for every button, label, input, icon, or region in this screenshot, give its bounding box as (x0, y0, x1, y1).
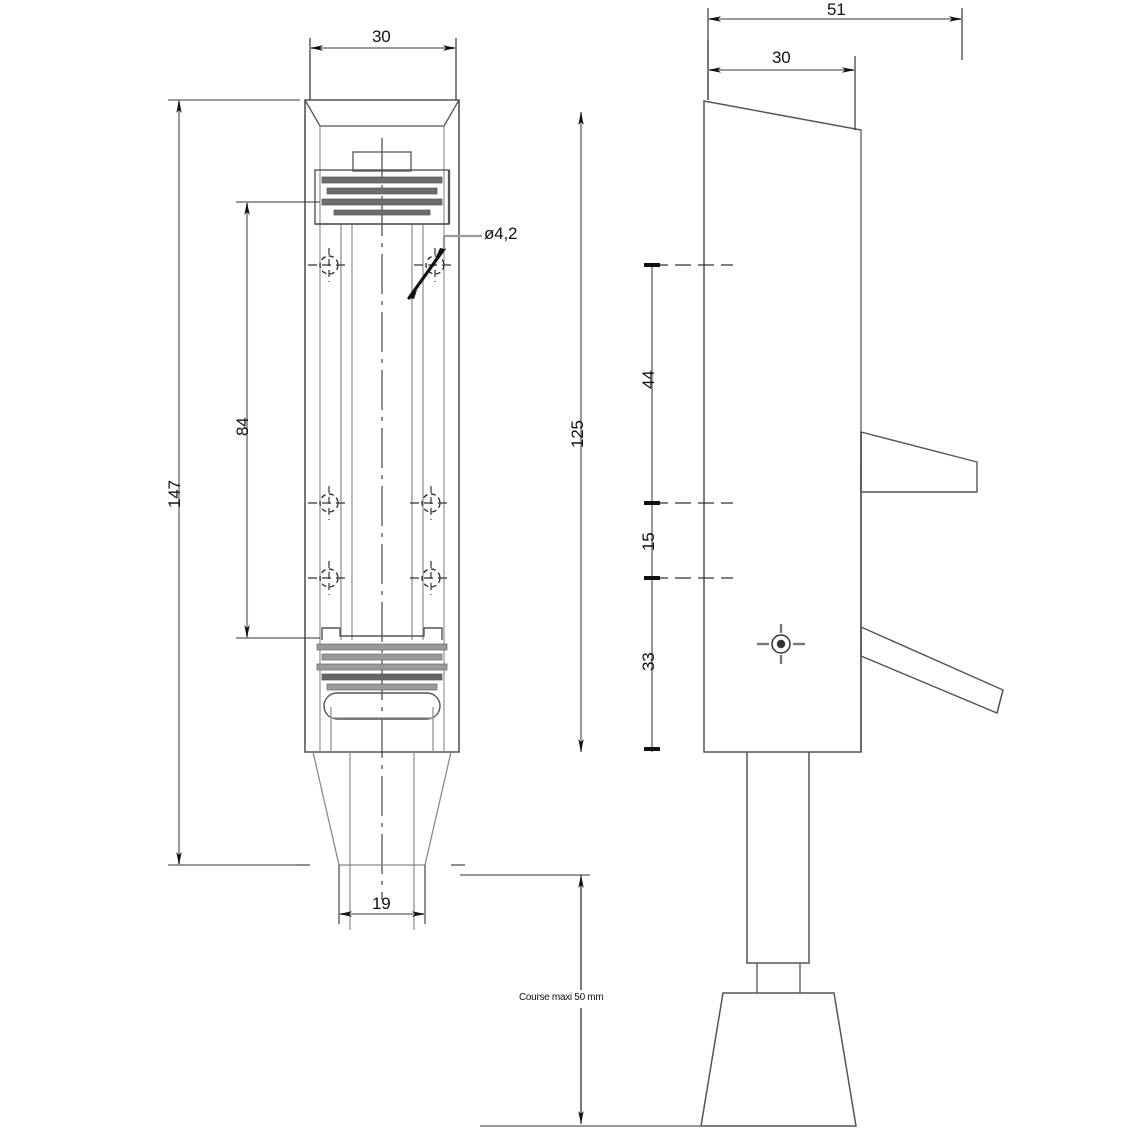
front-bottom-coil-bar (316, 643, 448, 651)
stroke-note-leader (460, 874, 700, 1127)
dim-label-front-hole-span: 84 (233, 417, 252, 436)
side-view-geometry (460, 8, 1004, 1127)
hole-mark (410, 486, 452, 520)
pivot-center-mark (757, 624, 805, 664)
front-bottom-coil-bar (326, 683, 438, 691)
dim-side-width-51 (707, 8, 963, 100)
hole-group (308, 248, 456, 595)
dim-front-height-147 (168, 99, 300, 866)
front-bottom-coil-bar (321, 653, 443, 661)
hole-mark (308, 486, 350, 520)
front-top-coil-bar (333, 209, 431, 216)
dim-front-holespan-84 (236, 201, 320, 639)
front-top-coil-bar (321, 176, 443, 184)
side-lower-arm (860, 625, 1004, 714)
front-bottom-coil-bar (316, 663, 448, 671)
front-bottom-coil-collar (323, 692, 441, 720)
front-top-chamfer (304, 99, 460, 127)
side-upper-arm (860, 431, 978, 493)
side-plunger-assembly (700, 752, 857, 1127)
side-body-outline (703, 100, 862, 753)
front-bottom-coil-cap (321, 627, 443, 640)
dim-label-front-overall-height: 147 (165, 480, 184, 508)
hole-mark (308, 561, 350, 595)
front-top-nub (352, 151, 412, 172)
dim-label-side-upper-span: 44 (639, 370, 658, 389)
dim-label-side-overall-width: 51 (827, 0, 846, 19)
front-view-geometry (168, 38, 482, 930)
front-top-coil-bar (326, 187, 438, 195)
dim-label-side-middle-span: 15 (639, 532, 658, 551)
dim-label-side-overall-height: 125 (568, 420, 587, 448)
hole-mark (308, 248, 350, 282)
hole-mark (410, 561, 452, 595)
side-plunger-shaft (746, 752, 810, 964)
dim-front-width-30 (309, 38, 457, 100)
hole-mark (414, 248, 456, 282)
dim-label-side-body-width: 30 (772, 48, 791, 67)
hole-diameter-leader (407, 234, 482, 300)
dim-front-bottom-19 (338, 865, 426, 924)
dim-label-hole-callout: ø4,2 (484, 224, 518, 243)
dim-label-front-bottom-width: 19 (372, 894, 391, 913)
dim-label-front-width-top: 30 (372, 27, 391, 46)
stroke-note-text: Course maxi 50 mm (519, 992, 604, 1003)
side-plunger-foot (700, 992, 857, 1127)
dim-label-side-lower-span: 33 (639, 652, 658, 671)
dim-side-stack (644, 263, 660, 752)
dim-side-bodywidth-30 (707, 40, 856, 130)
front-top-coil-bar (321, 198, 443, 206)
front-body-outline (304, 99, 460, 753)
front-bottom-coil-bar (321, 673, 443, 681)
front-skirt-right (424, 751, 452, 866)
front-skirt-left (312, 751, 340, 866)
